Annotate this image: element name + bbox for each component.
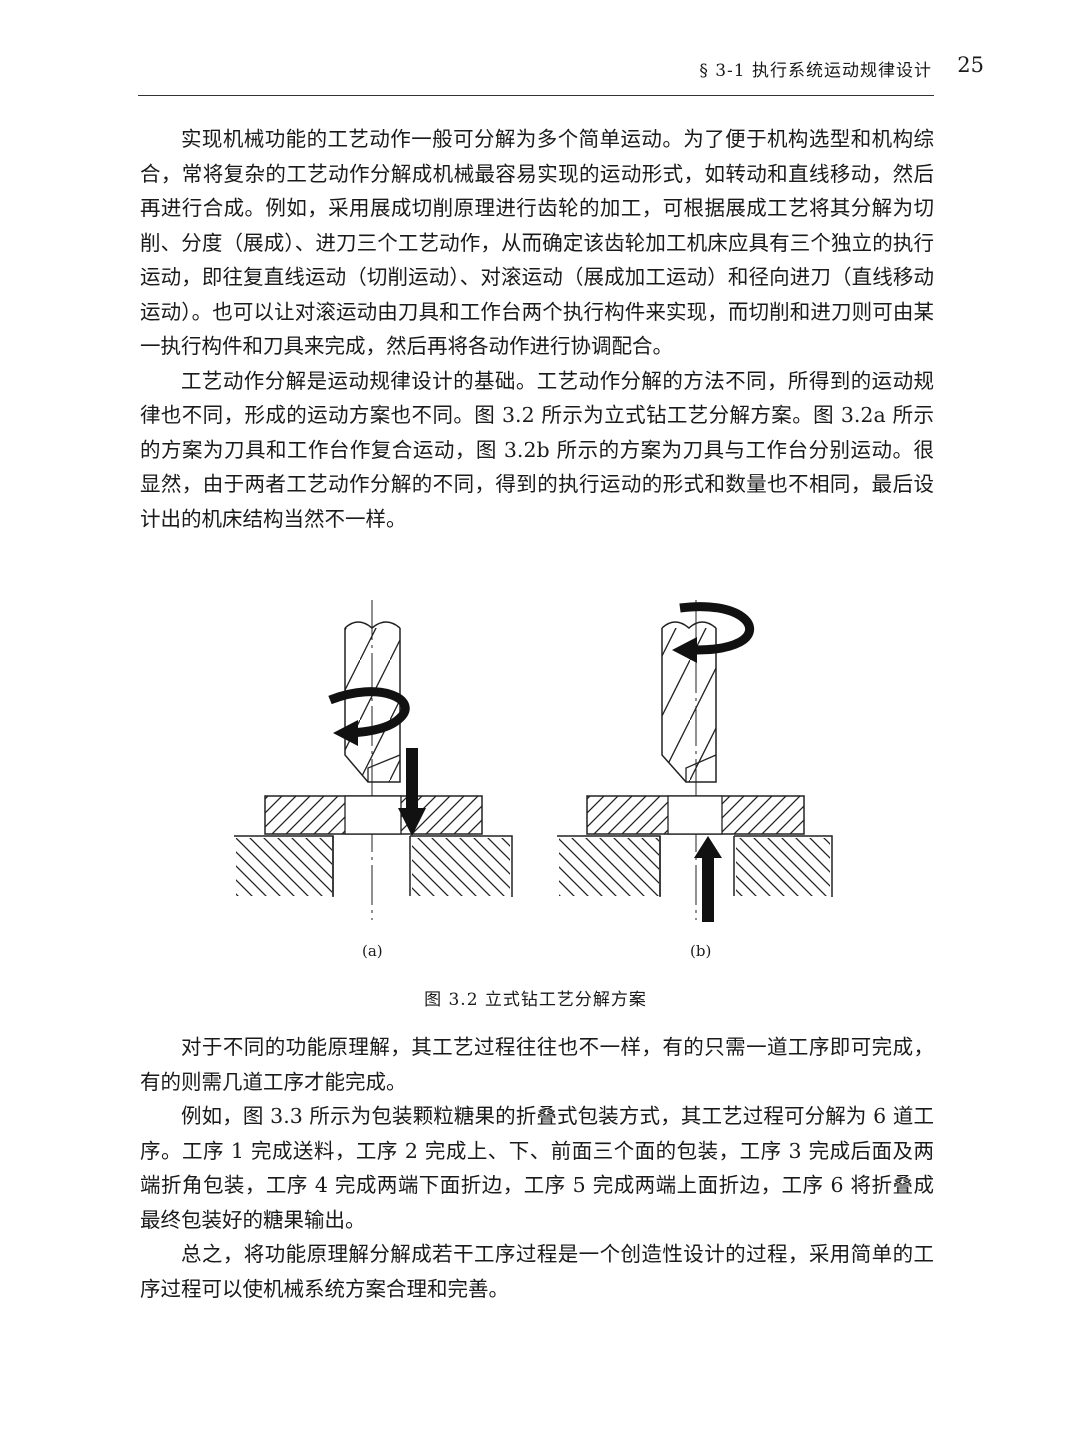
figure-caption: 图 3.2 立式钻工艺分解方案 [424,990,647,1010]
drill-bit [344,621,401,783]
drilling-decomposition-figure [234,600,833,922]
header-section-title: § 3-1 执行系统运动规律设计 [699,61,932,81]
feed-arrow-up [694,836,722,922]
figure-label-a: (a) [362,942,383,960]
paragraph: 例如，图 3.3 所示为包装颗粒糖果的折叠式包装方式，其工艺过程可分解为 6 道… [140,1104,934,1232]
feed-arrow-down [398,748,426,836]
paragraph: 对于不同的功能原理解，其工艺过程往往也不一样，有的只需一道工序即可完成，有的则需… [140,1035,934,1094]
figure-b [557,600,833,922]
rotation-arrow [672,602,755,663]
figure-a [234,600,513,920]
paragraph: 总之，将功能原理解分解成若干工序过程是一个创造性设计的过程，采用简单的工序过程可… [140,1242,934,1301]
running-header: § 3-1 执行系统运动规律设计 25 [138,53,984,90]
figure-label-b: (b) [690,942,712,960]
header-rule [138,95,934,96]
drill-bit [661,621,717,783]
body-text-bottom: 对于不同的功能原理解，其工艺过程往往也不一样，有的只需一道工序即可完成，有的则需… [140,1030,934,1306]
body-text-top: 实现机械功能的工艺动作一般可分解为多个简单运动。为了便于机构选型和机构综合，常将… [140,122,934,536]
page-number: 25 [957,53,984,77]
paragraph: 实现机械功能的工艺动作一般可分解为多个简单运动。为了便于机构选型和机构综合，常将… [140,127,934,358]
paragraph: 工艺动作分解是运动规律设计的基础。工艺动作分解的方法不同，所得到的运动规律也不同… [140,368,934,531]
rotation-arrow [328,687,410,746]
